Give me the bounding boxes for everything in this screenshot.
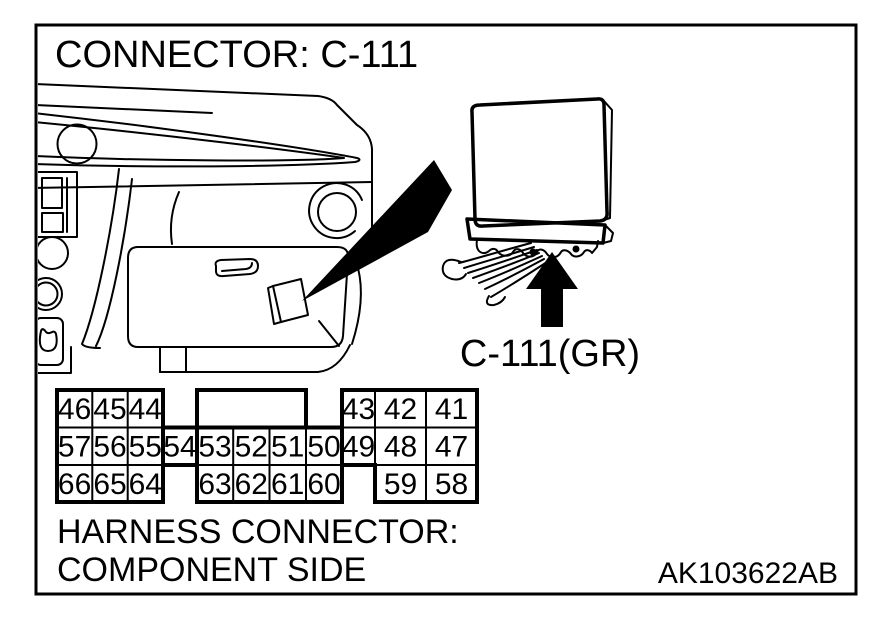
pin-cell: 45 xyxy=(93,393,126,426)
pin-cell: 44 xyxy=(129,393,162,426)
pinout-left-block xyxy=(55,388,165,504)
pin-cell: 48 xyxy=(384,431,417,464)
dash-lower-right-line xyxy=(318,320,340,347)
location-arrow-icon xyxy=(526,252,578,327)
console-curve-right xyxy=(95,178,133,347)
ecu-connector-illustration xyxy=(441,97,614,307)
ashtray-frame xyxy=(38,317,64,366)
ashtray-latch xyxy=(38,328,58,352)
glove-box-handle-slot xyxy=(221,262,253,272)
console-curve-left xyxy=(81,168,120,349)
side-vent-outer-ring xyxy=(308,182,363,240)
pin-cell: 62 xyxy=(235,468,268,501)
console-accent-curve xyxy=(169,191,180,245)
pin-cell: 58 xyxy=(435,468,468,501)
wire-tie-knot xyxy=(572,245,580,253)
pin-cell: 53 xyxy=(198,431,231,464)
pin-cell: 43 xyxy=(342,393,375,426)
pin-cell: 46 xyxy=(58,393,91,426)
speaker-circle xyxy=(56,123,98,165)
caption-line-2: COMPONENT SIDE xyxy=(57,551,366,589)
pinout-diagram: 46 45 44 43 42 41 57 56 55 54 53 52 51 5… xyxy=(55,388,479,504)
vent-ring-inner xyxy=(38,281,59,307)
ecu-box-side xyxy=(600,100,613,222)
kick-panel-left xyxy=(38,346,72,374)
stack-lower-slot xyxy=(41,212,64,233)
side-vent-inner-circle xyxy=(317,192,357,232)
ecu-box-face xyxy=(470,97,609,228)
pin-cell: 47 xyxy=(435,431,468,464)
figure-title: CONNECTOR: C-111 xyxy=(55,34,418,76)
pin-cell: 65 xyxy=(93,468,126,501)
defroster-vent-inner xyxy=(38,121,345,162)
defroster-vent-outline xyxy=(38,112,361,168)
dash-top-edge xyxy=(38,83,373,251)
wire-bundle xyxy=(458,242,548,298)
callout-wedge-icon xyxy=(302,160,452,301)
pin-cell: 64 xyxy=(129,468,162,501)
pin-cell: 60 xyxy=(307,468,340,501)
pin-cell: 54 xyxy=(163,431,196,464)
pinout-blank-key-cell xyxy=(195,388,308,430)
connector-callout-label: C-111(GR) xyxy=(460,333,640,375)
connector-housing-bar xyxy=(465,217,607,245)
pin-cell: 51 xyxy=(271,431,304,464)
glove-box-outline xyxy=(127,246,350,348)
pin-cell: 49 xyxy=(342,431,375,464)
glove-box-handle xyxy=(214,258,259,278)
pinout-cell54-edges xyxy=(163,425,197,467)
wire-tie-knot xyxy=(529,248,537,256)
pin-cell: 66 xyxy=(58,468,91,501)
pin-cell: 41 xyxy=(435,393,468,426)
dash-lower-edge xyxy=(159,344,351,373)
pin-cell: 50 xyxy=(307,431,340,464)
caption-line-1: HARNESS CONNECTOR: xyxy=(57,513,459,551)
connector-cover-edge xyxy=(267,285,282,325)
dash-knob-circle xyxy=(38,236,69,270)
pin-cell: 63 xyxy=(198,468,231,501)
pin-cell: 57 xyxy=(58,431,91,464)
connector-cover-plate xyxy=(272,278,309,323)
wire-bundle-end xyxy=(485,295,506,307)
pin-cell: 59 xyxy=(384,468,417,501)
figure-code: AK103622AB xyxy=(658,557,838,590)
vent-ring-outer xyxy=(38,277,63,311)
connector-terminal-teeth xyxy=(475,239,599,259)
pinout-cell-dividers xyxy=(57,390,477,502)
pin-cell: 55 xyxy=(129,431,162,464)
figure-border xyxy=(34,23,858,596)
pin-cell: 61 xyxy=(271,468,304,501)
dash-lower-right-curve xyxy=(351,267,362,345)
dashboard-illustration xyxy=(38,83,373,374)
pin-cell: 42 xyxy=(384,393,417,426)
pin-cell: 52 xyxy=(235,431,268,464)
connector-housing-side xyxy=(602,224,614,244)
kick-panel-ribs xyxy=(159,347,187,373)
stack-upper-slot xyxy=(41,177,63,209)
pin-cell: 56 xyxy=(93,431,126,464)
dash-top-inner-line xyxy=(38,104,213,114)
dash-mid-line xyxy=(38,181,373,189)
wire-end-hook xyxy=(441,258,467,281)
